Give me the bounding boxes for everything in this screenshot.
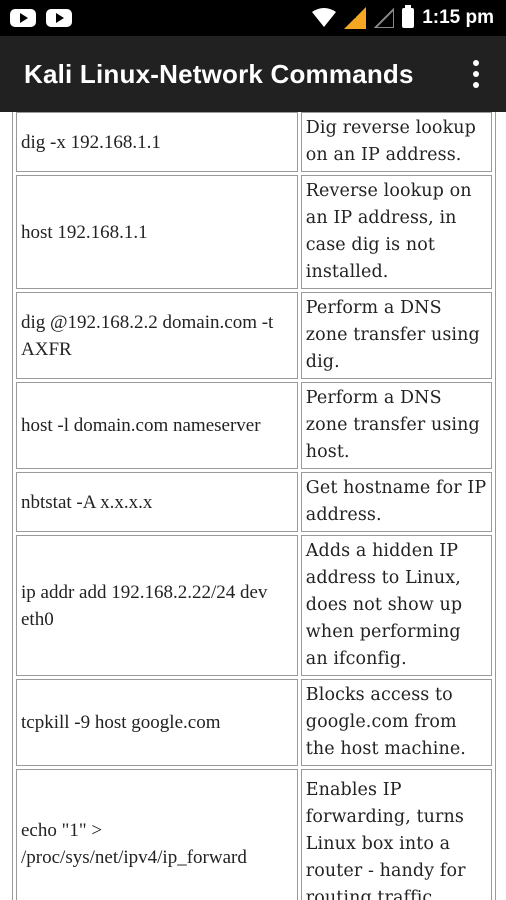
- description-cell: Perform a DNS zone transfer using host.: [300, 382, 492, 469]
- overflow-menu-icon[interactable]: [456, 46, 496, 102]
- description-cell: Get hostname for IP address.: [300, 472, 492, 532]
- app-title: Kali Linux-Network Commands: [24, 58, 414, 89]
- command-cell: tcpkill -9 host google.com: [16, 679, 298, 766]
- description-cell: Enables IP forwarding, turns Linux box i…: [300, 769, 492, 900]
- description-cell: Blocks access to google.com from the hos…: [300, 679, 492, 766]
- command-cell: echo "1" > /proc/sys/net/ipv4/ip_forward: [16, 769, 298, 900]
- signal-empty-icon: [374, 8, 395, 28]
- svg-text:R: R: [350, 11, 356, 21]
- table-row: dig @192.168.2.2 domain.com -t AXFR Perf…: [16, 292, 492, 379]
- commands-table: dig -x 192.168.1.1 Dig reverse lookup on…: [12, 112, 496, 900]
- table-row: ip addr add 192.168.2.22/24 dev eth0 Add…: [16, 535, 492, 676]
- battery-icon: [402, 5, 415, 28]
- app-bar: Kali Linux-Network Commands: [0, 36, 506, 112]
- clock: 1:15 pm: [422, 7, 494, 28]
- command-cell: nbtstat -A x.x.x.x: [16, 472, 298, 532]
- command-cell: host -l domain.com nameserver: [16, 382, 298, 469]
- signal-icon: R: [344, 7, 367, 29]
- content-area[interactable]: dig -x 192.168.1.1 Dig reverse lookup on…: [0, 112, 506, 900]
- table-row: tcpkill -9 host google.com Blocks access…: [16, 679, 492, 766]
- table-row: host -l domain.com nameserver Perform a …: [16, 382, 492, 469]
- youtube-icon: [10, 9, 36, 27]
- command-cell: dig @192.168.2.2 domain.com -t AXFR: [16, 292, 298, 379]
- status-bar: R 1:15 pm: [0, 0, 506, 36]
- description-cell: Dig reverse lookup on an IP address.: [300, 112, 492, 172]
- description-cell: Perform a DNS zone transfer using dig.: [300, 292, 492, 379]
- table-row: dig -x 192.168.1.1 Dig reverse lookup on…: [16, 112, 492, 172]
- wifi-icon: [312, 8, 337, 27]
- command-cell: dig -x 192.168.1.1: [16, 112, 298, 172]
- system-icons: R 1:15 pm: [312, 5, 506, 29]
- description-cell: Reverse lookup on an IP address, in case…: [300, 175, 492, 289]
- table-row: nbtstat -A x.x.x.x Get hostname for IP a…: [16, 472, 492, 532]
- description-cell: Adds a hidden IP address to Linux, does …: [300, 535, 492, 676]
- command-cell: ip addr add 192.168.2.22/24 dev eth0: [16, 535, 298, 676]
- notification-icons: [0, 9, 72, 27]
- youtube-icon: [46, 9, 72, 27]
- table-row: host 192.168.1.1 Reverse lookup on an IP…: [16, 175, 492, 289]
- table-row: echo "1" > /proc/sys/net/ipv4/ip_forward…: [16, 769, 492, 900]
- command-cell: host 192.168.1.1: [16, 175, 298, 289]
